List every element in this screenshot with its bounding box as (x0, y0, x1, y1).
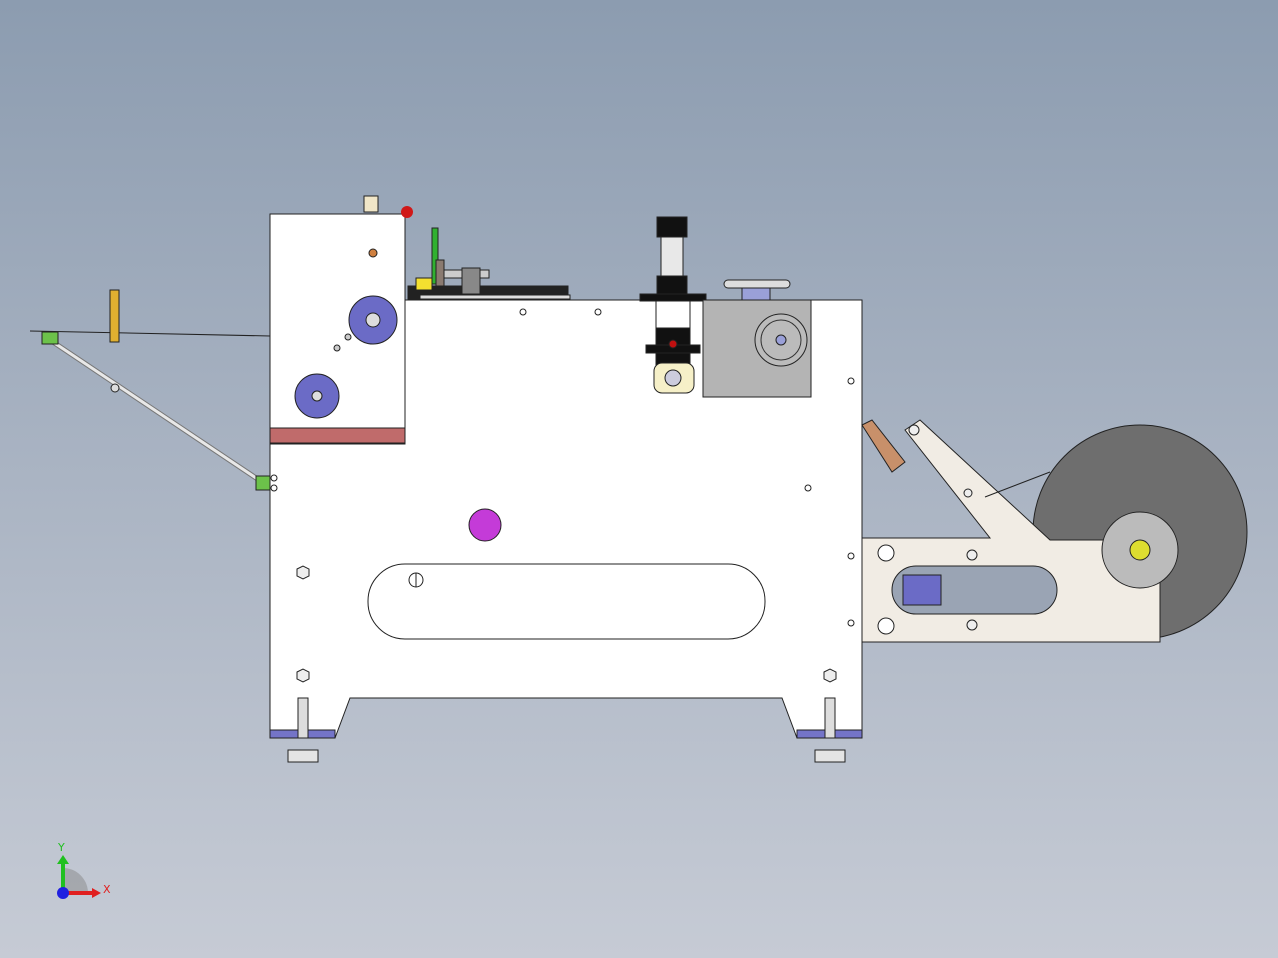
air-cylinder (660, 236, 684, 278)
cylinder-cap-top (656, 216, 688, 238)
green-clamp-left (41, 331, 59, 345)
frame-slot (367, 563, 766, 640)
top-knob (363, 195, 379, 213)
leveling-pad-right (814, 749, 846, 763)
brake-lever (861, 419, 906, 473)
left-guide-bracket (109, 289, 120, 343)
x-axis-label: X (103, 883, 111, 896)
red-strip (269, 427, 406, 444)
top-handwheel (723, 279, 791, 289)
material-web-line (29, 330, 271, 337)
green-clamp-right (255, 475, 271, 491)
axis-triad: Y X (57, 841, 111, 899)
leveling-pad-left (287, 749, 319, 763)
magenta-hub (468, 508, 502, 542)
z-axis-dot (57, 887, 69, 899)
red-stop-button (401, 206, 413, 218)
y-axis-label: Y (57, 841, 65, 854)
